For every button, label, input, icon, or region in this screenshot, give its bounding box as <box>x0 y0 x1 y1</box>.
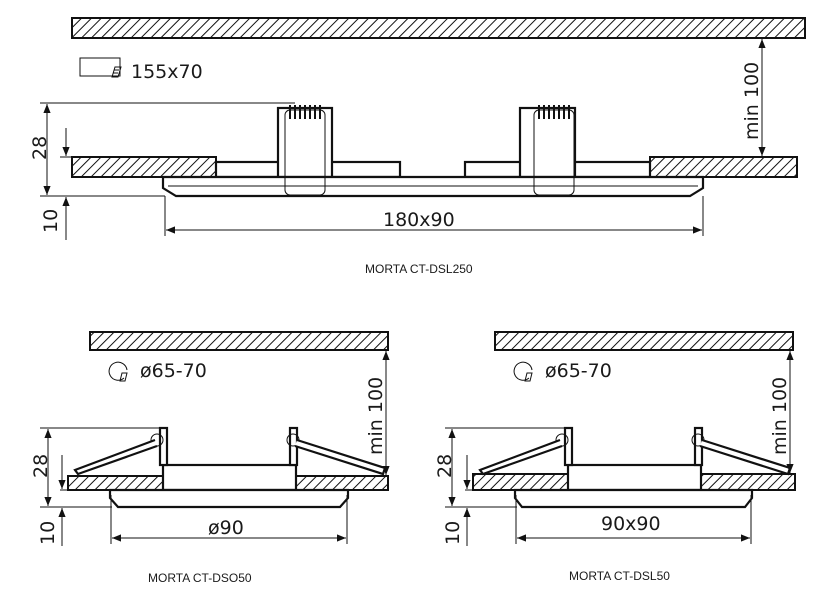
fixture-housing <box>108 426 350 509</box>
fixture-housing <box>161 106 705 198</box>
ceiling-board-right <box>649 156 798 178</box>
flange-label: 10 <box>40 209 62 233</box>
height-label: 28 <box>30 454 52 478</box>
caption: MORTA CT-DSL50 <box>569 569 670 583</box>
bottom-left-drawing-ct-dso50: ø65-70 28 10 ø90 min 100 MORTA CT-DSO50 <box>30 331 390 585</box>
clearance-label: min 100 <box>769 377 791 455</box>
width-label: 180x90 <box>383 209 455 231</box>
ceiling-board-left <box>472 473 569 491</box>
flange-label: 10 <box>37 521 59 545</box>
ceiling-slab <box>89 331 389 351</box>
fixture-housing <box>513 426 754 509</box>
cutout-label: ø65-70 <box>545 360 612 382</box>
width-label: ø90 <box>208 517 244 539</box>
flange-label: 10 <box>442 521 464 545</box>
clearance-label: min 100 <box>741 62 763 140</box>
ceiling-board-right <box>295 475 389 491</box>
ceiling-board-right <box>700 473 796 491</box>
spring-clip-icon <box>478 433 792 476</box>
height-label: 28 <box>29 136 51 160</box>
caption: MORTA CT-DSL250 <box>365 262 473 276</box>
ceiling-slab <box>494 331 794 351</box>
spring-clip-icon <box>284 105 575 196</box>
ceiling-board-left <box>71 156 217 178</box>
cutout-label: 155x70 <box>131 61 203 83</box>
cutout-circle-icon <box>108 361 128 382</box>
caption: MORTA CT-DSO50 <box>148 571 252 585</box>
width-label: 90x90 <box>601 513 661 535</box>
cutout-rect-icon <box>79 57 122 78</box>
height-label: 28 <box>434 454 456 478</box>
ceiling-slab <box>71 17 806 39</box>
cutout-circle-icon <box>513 361 533 382</box>
bottom-right-drawing-ct-dsl50: ø65-70 28 10 90x90 min 100 MORTA CT-DSL5… <box>434 331 796 583</box>
top-drawing-ct-dsl250: 155x70 28 10 180x90 min 100 MOR <box>29 17 806 276</box>
ceiling-board-left <box>67 475 164 491</box>
spring-clip-icon <box>73 433 387 476</box>
clearance-label: min 100 <box>365 377 387 455</box>
cutout-label: ø65-70 <box>140 360 207 382</box>
